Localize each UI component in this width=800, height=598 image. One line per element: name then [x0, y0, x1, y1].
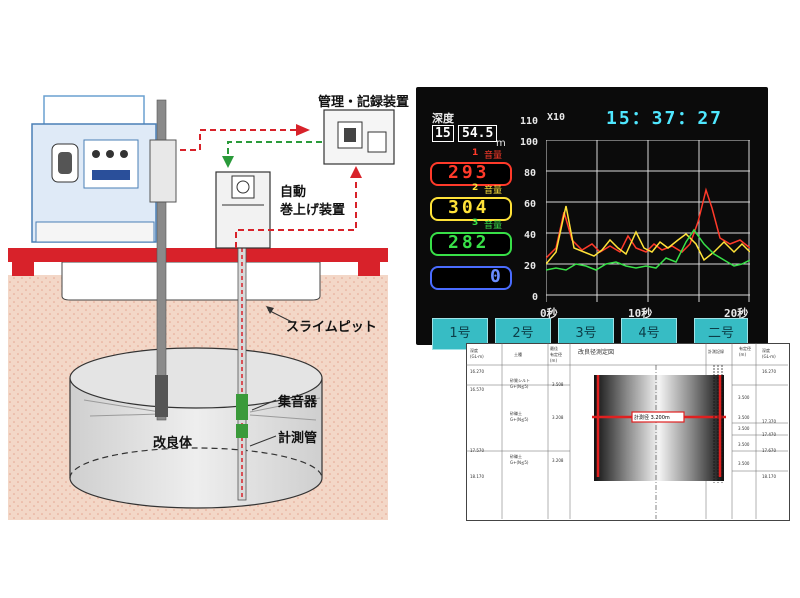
report-left-depth-1: 16.270 — [470, 369, 484, 374]
report-design-dia-1: 3.508 — [552, 382, 564, 387]
sensor-box-1 — [430, 162, 512, 186]
report-right-depth-3: 17.470 — [762, 432, 776, 437]
trace-sensor-2 — [546, 205, 750, 265]
monitor-unit-x10: X10 — [547, 112, 566, 123]
y-tick-0: 0 — [532, 292, 539, 303]
improved-body-cylinder — [69, 347, 323, 509]
report-callout: 計測径 3.200m — [634, 415, 670, 421]
monitor-plot — [546, 140, 750, 302]
sensor-2-value: 304 — [448, 197, 490, 218]
label-collector: 集音器 — [278, 395, 318, 410]
sensor-3-unit: 音量 — [484, 221, 503, 231]
label-management: 管理・記録装置 — [318, 95, 410, 110]
report-header-record: 計測記録 — [708, 349, 724, 354]
monitor-depth-label: 深度 — [432, 112, 454, 125]
drill-rod — [156, 99, 167, 421]
sensor-3-value: 282 — [448, 232, 490, 253]
report-left-depth-4: 18.170 — [470, 474, 484, 479]
x-tick-0: 0秒 — [540, 307, 558, 320]
x-tick-10: 10秒 — [628, 307, 653, 320]
report-title: 改良径測定図 — [578, 349, 615, 356]
y-tick-100: 100 — [520, 137, 539, 148]
sensor-2-label: 2 — [472, 183, 479, 193]
label-improved-body: 改良体 — [153, 436, 193, 451]
sensor-box-4 — [430, 266, 512, 290]
sensor-box-2 — [430, 197, 512, 221]
monitor-unit-m: m — [496, 138, 506, 149]
report-soil-2: 砂礫土 G+(N≦5) — [510, 411, 529, 422]
report-right-dia-2: 3.500 — [738, 415, 750, 420]
sensor-3-label: 3 — [472, 218, 479, 228]
report-right-depth-2: 17.370 — [762, 419, 776, 424]
report-right-depth-4: 17.670 — [762, 448, 776, 453]
report-right-dia-4: 3.500 — [738, 442, 750, 447]
x-tick-20: 20秒 — [724, 307, 749, 320]
y-tick-20: 20 — [524, 261, 537, 272]
y-tick-60: 60 — [524, 199, 537, 210]
monitor-time: 15：37：27 — [606, 108, 724, 129]
label-measure-tube: 計測管 — [278, 431, 318, 446]
report-header-dia: 有定径 (m) — [739, 346, 751, 357]
drilling-machine — [31, 95, 177, 243]
sound-collector — [236, 394, 248, 420]
report-right-depth-1: 16.270 — [762, 369, 776, 374]
sensor-box-3 — [430, 232, 512, 256]
sensor-1-label: 1 — [472, 148, 479, 158]
signal-arrow-red — [180, 129, 298, 151]
slime-pit — [61, 261, 321, 301]
report-left-depth-3: 17.570 — [470, 448, 484, 453]
report-header-depth-right: 深度 (GL-m) — [762, 348, 776, 359]
report-design-dia-3: 3.208 — [552, 458, 564, 463]
trace-sensor-1 — [546, 187, 750, 259]
sensor-1-value: 293 — [448, 162, 490, 183]
signal-arrow-green — [227, 141, 322, 158]
report-right-dia-1: 3.500 — [738, 395, 750, 400]
label-slime-pit: スライムピット — [286, 320, 377, 335]
management-unit — [323, 109, 395, 165]
sensor-4-value: 0 — [490, 266, 501, 287]
monitor-depth-value: 15 — [432, 125, 454, 142]
report-soil-1: 砂質シルト G+(N≦5) — [510, 378, 530, 389]
y-tick-80: 80 — [524, 168, 537, 179]
report-right-dia-5: 3.500 — [738, 461, 750, 466]
red-platform — [8, 248, 388, 262]
report-lines — [466, 343, 788, 519]
monitor-depth-decimal: 54.5 — [458, 125, 498, 142]
bore-image — [594, 375, 724, 481]
sensor-1-unit: 音量 — [484, 151, 503, 161]
report-right-depth-5: 18.170 — [762, 474, 776, 479]
trace-sensor-3 — [546, 228, 750, 271]
report-header-depth: 深度 (GL-m) — [470, 348, 484, 359]
report-left-depth-2: 16.570 — [470, 387, 484, 392]
y-tick-110: 110 — [520, 116, 539, 127]
auto-winding-device — [215, 171, 271, 249]
label-auto-winder: 自動 巻上げ装置 — [280, 185, 346, 218]
report-right-dia-3: 3.500 — [738, 426, 750, 431]
y-tick-40: 40 — [524, 230, 537, 241]
sensor-2-unit: 音量 — [484, 186, 503, 196]
report-design-dia-2: 3.208 — [552, 415, 564, 420]
report-soil-3: 砂礫土 G+(N≦5) — [510, 454, 529, 465]
construction-diagram — [8, 95, 395, 520]
report-header-design: 最佳 有定径 (m) — [550, 346, 562, 363]
report-header-soil: 土種 — [514, 352, 522, 357]
